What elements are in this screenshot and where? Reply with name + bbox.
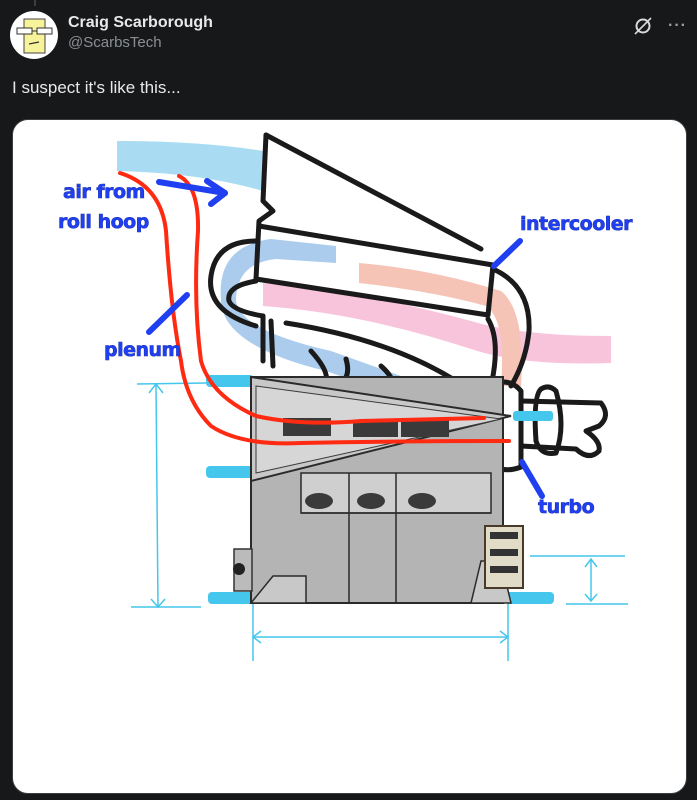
dimension-markers bbox=[206, 375, 554, 604]
dimension-lines bbox=[131, 382, 628, 661]
author-handle[interactable]: @ScarbsTech bbox=[68, 34, 162, 51]
label-plenum: plenum bbox=[104, 339, 181, 361]
red-airflow-lines bbox=[118, 171, 511, 446]
warm-air-band bbox=[359, 263, 522, 386]
post-header: Craig Scarborough @ScarbsTech ··· bbox=[10, 11, 687, 61]
more-options-icon[interactable]: ··· bbox=[668, 17, 687, 34]
grok-icon[interactable] bbox=[632, 15, 654, 37]
thread-connector-line bbox=[34, 0, 36, 6]
label-air-from: air from bbox=[63, 181, 145, 203]
avatar-face-icon bbox=[16, 18, 53, 54]
hot-air-band bbox=[263, 283, 611, 364]
label-pointers bbox=[146, 178, 545, 499]
label-turbo: turbo bbox=[538, 496, 595, 518]
engine-block bbox=[233, 375, 524, 604]
intercooler-outline bbox=[208, 132, 532, 394]
label-intercooler: intercooler bbox=[520, 213, 633, 235]
turbo-outline bbox=[488, 379, 608, 473]
label-roll-hoop: roll hoop bbox=[58, 211, 149, 233]
avatar[interactable] bbox=[10, 11, 58, 59]
engine-diagram: air from roll hoop plenum intercooler tu… bbox=[58, 132, 634, 661]
author-info: Craig Scarborough @ScarbsTech bbox=[68, 13, 213, 53]
post-image[interactable]: air from roll hoop plenum intercooler tu… bbox=[12, 119, 687, 794]
author-display-name[interactable]: Craig Scarborough bbox=[68, 14, 213, 31]
cold-air-band bbox=[117, 141, 263, 191]
post-text: I suspect it's like this... bbox=[12, 78, 181, 97]
header-actions: ··· bbox=[632, 15, 687, 37]
